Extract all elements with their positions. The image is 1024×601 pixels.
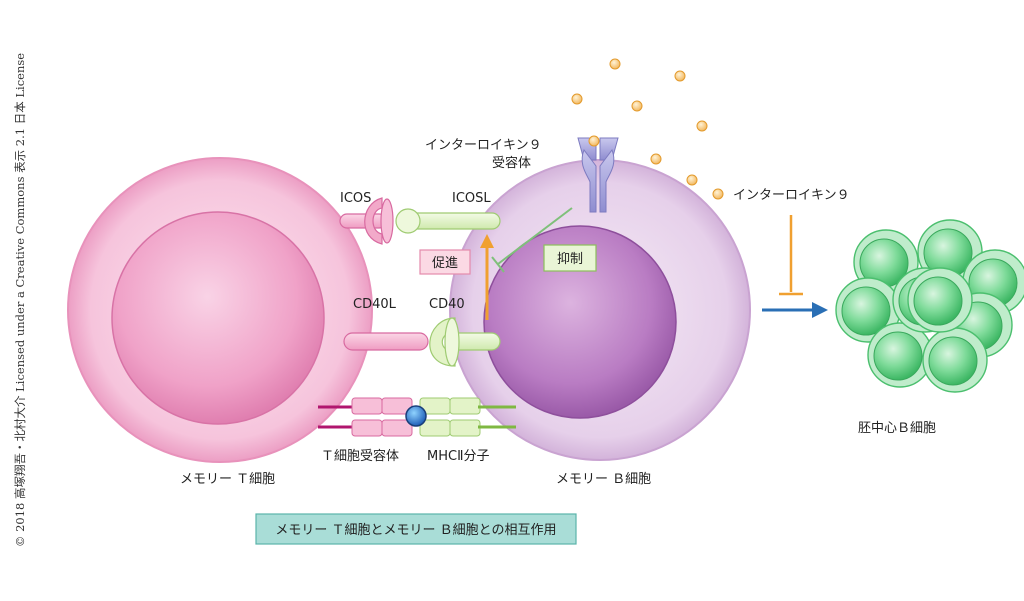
mhc2-label: MHCⅡ分子	[427, 449, 489, 464]
t-cell-nucleus	[111, 211, 325, 425]
il9-receptor-label-line1: インターロイキン９	[425, 138, 542, 153]
germinal-b-cell-nucleus	[928, 336, 978, 386]
germinal-center-b-cell-cluster	[835, 219, 1024, 393]
copyright-text: © 2018 高塚翔吾・北村大介 Licensed under a Creati…	[13, 52, 27, 548]
t-cell-receptor	[318, 397, 413, 437]
cd40-label: CD40	[429, 297, 465, 312]
germinal-center-b-cell-label: 胚中心Ｂ細胞	[858, 421, 936, 436]
cd40l-molecule	[343, 332, 429, 351]
promote-label: 促進	[432, 256, 458, 271]
tcr-label: Ｔ細胞受容体	[321, 448, 399, 464]
memory-t-cell-label: メモリー Ｔ細胞	[180, 472, 275, 487]
germinal-b-cell-nucleus	[913, 276, 963, 326]
il9-inhibition-bar	[779, 215, 803, 296]
differentiation-arrow	[762, 302, 828, 318]
caption-text: メモリー Ｔ細胞とメモリー Ｂ細胞との相互作用	[275, 523, 556, 538]
memory-b-cell	[449, 159, 751, 461]
suppress-inhibition-line	[491, 207, 573, 273]
interleukin9-particles	[571, 58, 724, 200]
antigen-peptide	[405, 405, 427, 427]
icos-label: ICOS	[340, 191, 371, 206]
suppress-badge: 抑制	[543, 244, 597, 272]
icosl-label: ICOSL	[452, 191, 491, 206]
promote-arrow	[480, 234, 494, 320]
caption-box: メモリー Ｔ細胞とメモリー Ｂ細胞との相互作用	[255, 513, 577, 545]
memory-b-cell-label: メモリー Ｂ細胞	[556, 472, 651, 487]
promote-badge: 促進	[419, 249, 471, 275]
icosl-molecule	[395, 208, 501, 234]
mhc-class2-molecule	[419, 397, 516, 437]
cd40-molecule	[429, 317, 501, 367]
suppress-label: 抑制	[557, 252, 583, 267]
cd40l-label: CD40L	[353, 297, 397, 312]
germinal-b-cell-nucleus	[873, 331, 923, 381]
memory-t-cell	[67, 157, 373, 463]
icos-molecule	[339, 197, 394, 245]
germinal-b-cell-nucleus	[841, 286, 891, 336]
il9-label: インターロイキン９	[733, 188, 850, 203]
il9-receptor-label-line2: 受容体	[492, 155, 531, 171]
b-cell-nucleus	[483, 225, 677, 419]
